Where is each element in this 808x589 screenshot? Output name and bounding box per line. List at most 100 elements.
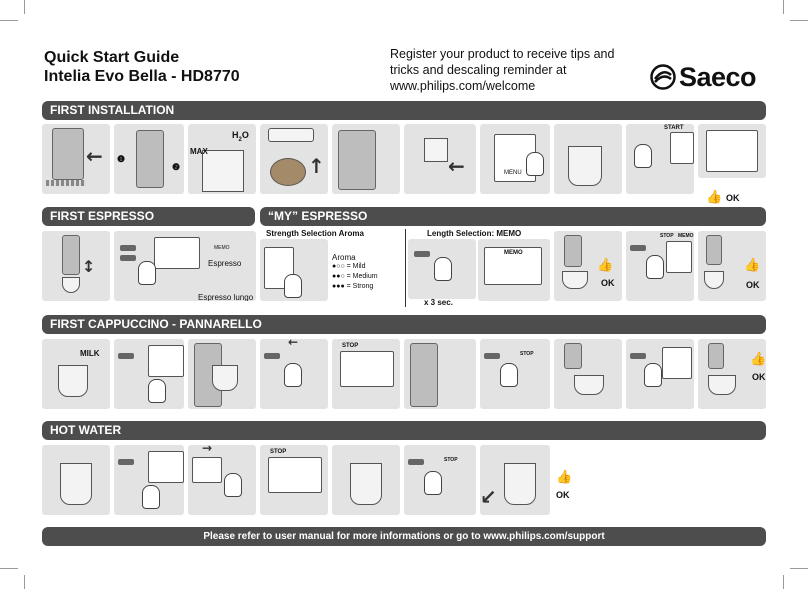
display	[268, 457, 322, 493]
jug-illustration	[60, 463, 92, 505]
finger-press-icon	[500, 363, 518, 387]
cup-illustration	[62, 277, 80, 293]
drip-tray	[46, 180, 86, 186]
hot-water-button[interactable]	[408, 459, 424, 465]
start-label: START	[664, 125, 684, 131]
display	[670, 132, 694, 164]
espresso-label: Espresso	[208, 259, 242, 268]
guide-title: Quick Start Guide Intelia Evo Bella - HD…	[44, 48, 240, 86]
espresso-button[interactable]	[630, 245, 646, 251]
divider	[405, 229, 406, 307]
finger-press-icon	[284, 274, 302, 298]
section-my-espresso: “MY” ESPRESSO	[260, 207, 766, 226]
hotwater-step-select	[114, 445, 184, 515]
register-line-2: tricks and descaling reminder at	[390, 63, 567, 77]
steam-button[interactable]	[118, 353, 134, 359]
memo-display-label: MEMO	[504, 250, 523, 256]
crop-mark	[24, 575, 25, 589]
spout-illustration	[708, 343, 724, 369]
crop-mark	[783, 575, 784, 589]
memo-label: MEMO	[214, 245, 230, 251]
aroma-strong: ●●● = Strong	[332, 283, 374, 290]
strength-selection-title: Strength Selection Aroma	[266, 229, 364, 238]
hotwater-step-jug	[42, 445, 110, 515]
espresso-button[interactable]	[120, 245, 136, 251]
finger-press-icon	[284, 363, 302, 387]
finger-press-icon	[644, 363, 662, 387]
cappuccino-step-jug	[188, 339, 256, 409]
arrow-right-icon: →	[202, 445, 213, 455]
display	[192, 457, 222, 483]
h2o-label: H2O	[232, 130, 249, 143]
aroma-medium: ●●○ = Medium	[332, 273, 378, 280]
section-first-installation: FIRST INSTALLATION	[42, 101, 766, 120]
thumbs-up-icon: 👍	[597, 258, 614, 273]
section-first-espresso: FIRST ESPRESSO	[42, 207, 255, 226]
arrow-up-icon: ↑	[308, 154, 325, 178]
menu-label: MENU	[504, 170, 522, 176]
espresso-step-cup: ↕	[42, 231, 110, 301]
espresso-step-select: MEMO Espresso Espresso lungo	[114, 231, 256, 301]
ok-label: OK	[601, 278, 615, 288]
install-step-tray: ←	[42, 124, 110, 194]
cappuccino-step-stop-press: STOP	[480, 339, 550, 409]
finger-press-icon	[148, 379, 166, 403]
espresso-button[interactable]	[414, 251, 430, 257]
install-step-power-on: MENU	[480, 124, 550, 194]
crop-mark	[0, 568, 18, 569]
cappuccino-step-stop: STOP	[332, 339, 400, 409]
install-step-open: ❶ ❷	[114, 124, 184, 194]
length-selection-title: Length Selection: MEMO	[427, 229, 522, 238]
cappuccino-step-froth	[404, 339, 476, 409]
espresso-button[interactable]	[630, 353, 646, 359]
display	[340, 351, 394, 387]
mild-label: = Mild	[346, 263, 366, 270]
hotwater-step-confirm: →	[188, 445, 256, 515]
section-hot-water: HOT WATER	[42, 421, 766, 440]
crop-mark	[783, 0, 784, 14]
title-line-2: Intelia Evo Bella - HD8770	[44, 68, 240, 85]
cappuccino-step-steam: ←	[260, 339, 328, 409]
register-link[interactable]: www.philips.com/welcome	[390, 79, 536, 93]
saeco-logo: Saeco	[650, 62, 757, 92]
thumbs-up-icon: 👍	[750, 352, 767, 367]
install-step-ready	[698, 124, 766, 178]
arrow-left-icon: ←	[448, 154, 465, 178]
stop-label: STOP	[444, 457, 458, 463]
display	[484, 247, 542, 285]
crop-mark	[790, 568, 808, 569]
finger-press-icon	[634, 144, 652, 168]
aroma-mild: ●○○ = Mild	[332, 263, 366, 270]
machine-illustration	[136, 130, 164, 188]
thumbs-up-icon: 👍	[706, 190, 723, 205]
strength-step-panel	[260, 239, 328, 301]
machine-illustration	[52, 128, 84, 180]
hot-water-button[interactable]	[118, 459, 134, 465]
power-socket	[424, 138, 448, 162]
stop-label: STOP	[520, 351, 534, 357]
length-step-press	[408, 239, 476, 299]
crop-mark	[24, 0, 25, 14]
jug-illustration	[212, 365, 238, 391]
steam-button[interactable]	[264, 353, 280, 359]
length-step-brew	[554, 231, 622, 301]
steam-button[interactable]	[484, 353, 500, 359]
arrow-updown-icon: ↕	[82, 257, 96, 276]
finger-press-icon	[224, 473, 242, 497]
arrow-left-icon: ↙	[480, 485, 497, 509]
display	[706, 130, 758, 172]
finger-press-icon	[526, 152, 544, 176]
display	[662, 347, 692, 379]
register-text: Register your product to receive tips an…	[390, 46, 630, 94]
lungo-button[interactable]	[120, 255, 136, 261]
milk-label: MILK	[80, 349, 100, 358]
register-line-1: Register your product to receive tips an…	[390, 47, 615, 61]
stop-label: STOP	[270, 449, 287, 455]
hotwater-step-stop-press: STOP	[404, 445, 476, 515]
spout-illustration	[706, 235, 722, 265]
water-tank	[202, 150, 244, 192]
arrow-left-icon: ←	[86, 144, 103, 168]
section-first-cappuccino: FIRST CAPPUCCINO - PANNARELLO	[42, 315, 766, 334]
jug-illustration	[568, 146, 602, 186]
hotwater-step-stop: STOP	[260, 445, 328, 515]
